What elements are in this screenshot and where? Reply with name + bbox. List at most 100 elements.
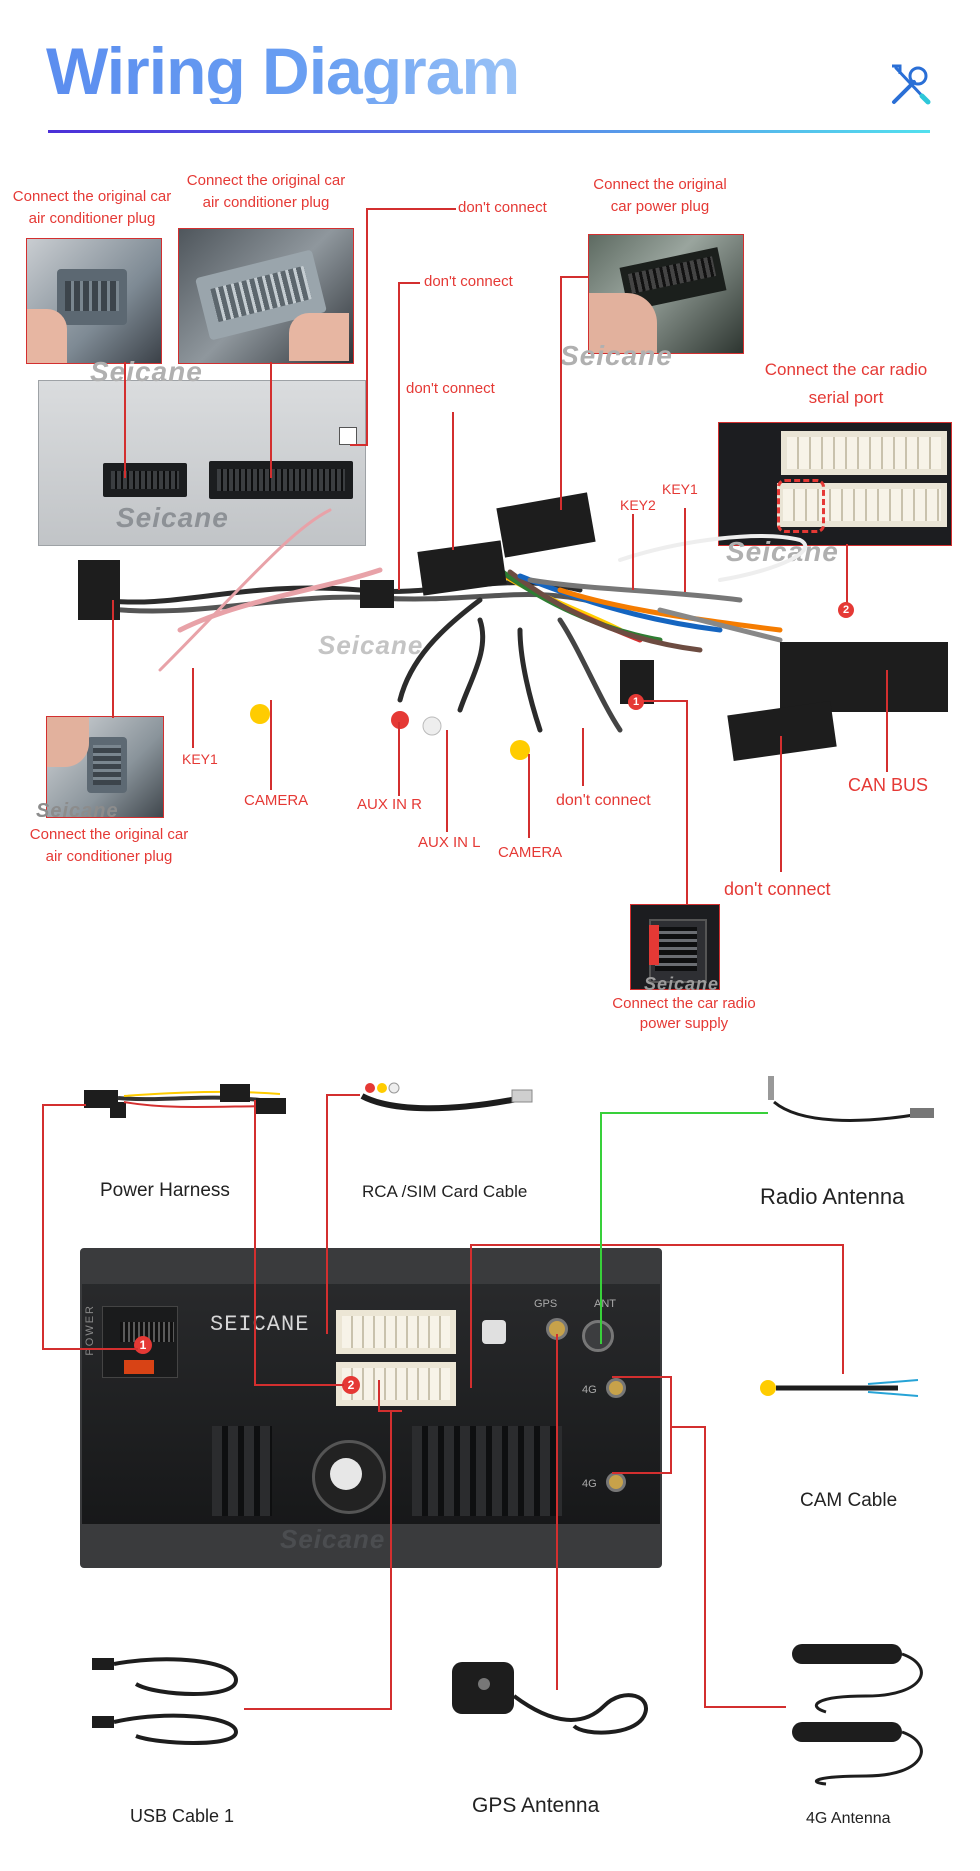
leader-line bbox=[254, 1384, 344, 1386]
leader-line bbox=[612, 1472, 672, 1474]
ac-plug-photo-2 bbox=[178, 228, 354, 364]
leader-line bbox=[470, 1244, 472, 1388]
tools-icon bbox=[892, 64, 931, 105]
radio-box bbox=[38, 380, 366, 546]
page-title: Wiring Diagram bbox=[46, 34, 520, 108]
leader-line bbox=[254, 1100, 256, 1386]
leader-line bbox=[670, 1426, 704, 1428]
leader-line bbox=[366, 208, 456, 210]
leader-line bbox=[886, 670, 888, 772]
leader-line bbox=[366, 208, 368, 444]
car-power-plug-photo bbox=[588, 234, 744, 354]
ant-port-label: ANT bbox=[594, 1298, 616, 1310]
serial-port-photo bbox=[718, 422, 952, 546]
leader-line bbox=[124, 362, 126, 478]
leader-line bbox=[704, 1706, 786, 1708]
ac-plug-photo-1 bbox=[26, 238, 162, 364]
leader-line bbox=[612, 1376, 672, 1378]
leader-line-green bbox=[600, 1112, 602, 1344]
leader-line bbox=[398, 282, 400, 590]
leader-line bbox=[270, 362, 272, 478]
label-cam-cable: CAM Cable bbox=[800, 1490, 898, 1511]
label-rca-sim: RCA /SIM Card Cable bbox=[362, 1182, 528, 1201]
label-dont-connect-5: don't connect bbox=[724, 879, 831, 899]
badge-2-top: 2 bbox=[838, 602, 854, 618]
head-unit-back-panel: POWER SEICANE GPS ANT 4G 4G bbox=[80, 1248, 662, 1568]
radio-power-photo bbox=[630, 904, 720, 990]
watermark-1: Seicane bbox=[90, 356, 203, 387]
harness-wires bbox=[78, 492, 948, 762]
leader-line bbox=[582, 728, 584, 786]
label-camera-1: CAMERA bbox=[244, 792, 309, 809]
leader-line bbox=[42, 1104, 86, 1106]
badge-2-bottom: 2 bbox=[342, 1376, 360, 1394]
label-radio-antenna: Radio Antenna bbox=[760, 1184, 905, 1209]
leader-line bbox=[704, 1426, 706, 1708]
radio-antenna-drawing bbox=[768, 1076, 934, 1122]
leader-line bbox=[244, 1708, 392, 1710]
label-can-bus: CAN BUS bbox=[848, 775, 929, 795]
leader-line bbox=[780, 736, 782, 872]
title-divider bbox=[48, 130, 930, 133]
label-dont-connect-3: don't connect bbox=[406, 380, 495, 397]
leader-line bbox=[670, 1376, 672, 1474]
label-dont-connect-1: don't connect bbox=[458, 199, 547, 216]
leader-line bbox=[686, 700, 688, 904]
gps-port-label: GPS bbox=[534, 1298, 558, 1310]
badge-1-bottom: 1 bbox=[134, 1336, 152, 1354]
leader-line bbox=[192, 668, 194, 748]
leader-line bbox=[326, 1094, 360, 1096]
leader-line bbox=[560, 276, 562, 510]
label-aux-r: AUX IN R bbox=[357, 796, 423, 813]
4g-port-label-b: 4G bbox=[582, 1478, 597, 1490]
leader-line bbox=[638, 700, 686, 702]
leader-line bbox=[390, 1410, 392, 1710]
power-harness-drawing bbox=[84, 1084, 286, 1118]
leader-line bbox=[556, 1334, 558, 1690]
leader-line bbox=[398, 282, 420, 284]
leader-line bbox=[350, 444, 368, 446]
usb-cable-drawing bbox=[92, 1657, 239, 1745]
label-dont-connect-4: don't connect bbox=[556, 792, 651, 809]
label-key1-left: KEY1 bbox=[182, 751, 218, 767]
unit-brand: SEICANE bbox=[210, 1312, 310, 1337]
ac-plug-photo-3 bbox=[46, 716, 164, 818]
label-usb-cable: USB Cable 1 bbox=[130, 1806, 235, 1826]
watermark-6: Seicane bbox=[36, 800, 119, 822]
label-gps-antenna: GPS Antenna bbox=[472, 1794, 600, 1817]
cam-cable-drawing bbox=[760, 1379, 919, 1397]
leader-line bbox=[470, 1244, 842, 1246]
watermark-8: Seicane bbox=[280, 1524, 386, 1554]
leader-line bbox=[42, 1104, 44, 1350]
label-dont-connect-2: don't connect bbox=[424, 273, 513, 290]
gps-antenna-drawing bbox=[452, 1662, 648, 1735]
watermark-2: Seicane bbox=[116, 502, 229, 533]
leader-line bbox=[632, 514, 634, 590]
4g-port-label-a: 4G bbox=[582, 1384, 597, 1396]
leader-line bbox=[452, 412, 454, 550]
leader-line bbox=[846, 544, 848, 606]
label-aux-l: AUX IN L bbox=[418, 834, 481, 851]
leader-line bbox=[560, 276, 588, 278]
badge-1-top: 1 bbox=[628, 694, 644, 710]
leader-line bbox=[270, 700, 272, 790]
label-key2: KEY2 bbox=[620, 497, 656, 513]
leader-line bbox=[112, 600, 114, 718]
watermark-5: Seicane bbox=[318, 630, 424, 660]
label-camera-2: CAMERA bbox=[498, 844, 563, 861]
leader-line bbox=[528, 754, 530, 838]
watermark-3: Seicane bbox=[560, 340, 673, 371]
leader-line-green bbox=[600, 1112, 768, 1114]
4g-antenna-drawing bbox=[792, 1644, 923, 1786]
label-4g-antenna: 4G Antenna bbox=[806, 1810, 891, 1827]
leader-line bbox=[42, 1348, 138, 1350]
rca-sim-cable-drawing bbox=[360, 1082, 533, 1112]
leader-line bbox=[326, 1094, 328, 1334]
leader-line bbox=[446, 730, 448, 832]
